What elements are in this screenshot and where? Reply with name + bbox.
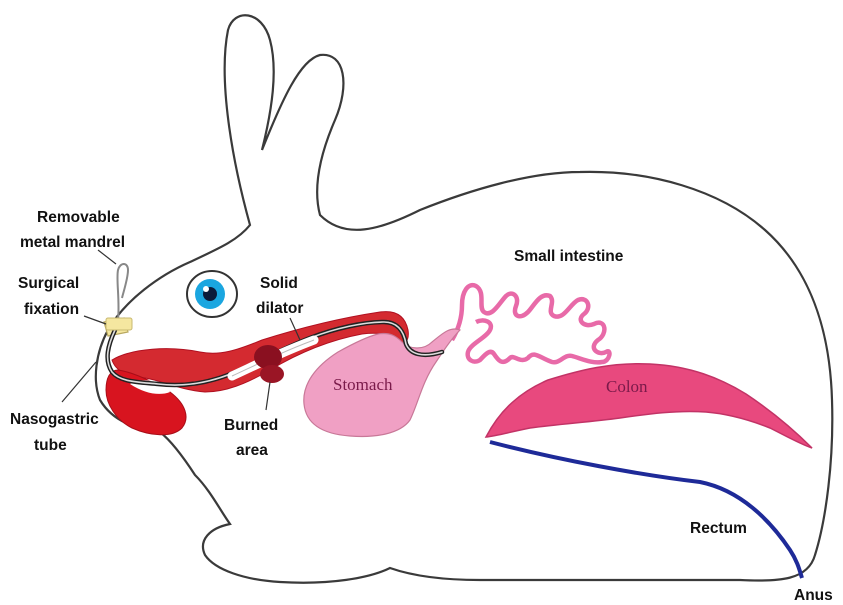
label-fixation-line1: Surgical bbox=[18, 275, 79, 292]
label-tube-line1: Nasogastric bbox=[10, 411, 99, 428]
leader-tube bbox=[62, 362, 96, 402]
label-tube-line2: tube bbox=[34, 437, 67, 454]
burned-area-shape bbox=[254, 345, 282, 369]
label-rectum: Rectum bbox=[690, 520, 747, 537]
label-burned-line2: area bbox=[236, 442, 268, 459]
leader-mandrel bbox=[98, 250, 116, 264]
surgical-fixation-tape bbox=[106, 318, 132, 330]
label-dilator-line2: dilator bbox=[256, 300, 303, 317]
label-colon: Colon bbox=[606, 377, 648, 396]
label-dilator-line1: Solid bbox=[260, 275, 298, 292]
leader-fixation bbox=[84, 316, 106, 324]
label-small-intestine: Small intestine bbox=[514, 248, 624, 265]
label-fixation-line2: fixation bbox=[24, 301, 79, 318]
eye-highlight bbox=[203, 286, 209, 292]
label-mandrel-line1: Removable bbox=[37, 209, 120, 226]
label-stomach: Stomach bbox=[333, 375, 393, 394]
label-anus: Anus bbox=[794, 587, 833, 604]
burned-area-lower bbox=[260, 365, 284, 383]
label-burned-line1: Burned bbox=[224, 417, 278, 434]
label-mandrel-line2: metal mandrel bbox=[20, 234, 125, 251]
